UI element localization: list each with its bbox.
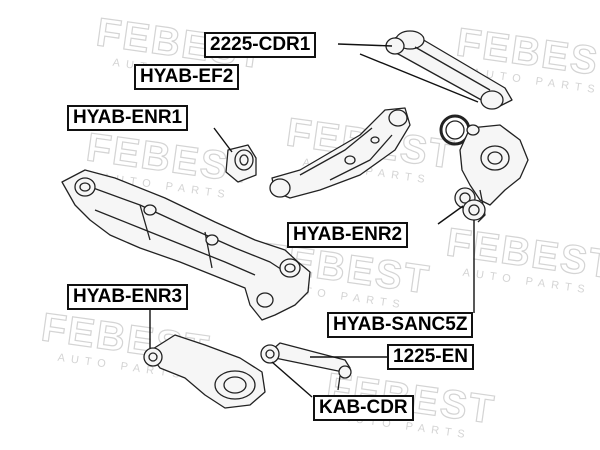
label-hyab-enr2: HYAB-ENR2	[287, 222, 409, 248]
leader-2225-cdr1-b	[359, 53, 479, 103]
lower-control-arm	[143, 334, 266, 409]
label-1225-en: 1225-EN	[387, 344, 474, 370]
leader-2225-cdr1	[337, 43, 393, 47]
enr1-bushing	[225, 144, 257, 183]
label-hyab-enr3: HYAB-ENR3	[67, 284, 189, 310]
label-hyab-enr1: HYAB-ENR1	[67, 105, 189, 131]
watermark-mid-right: FEBEST AUTO PARTS	[443, 220, 600, 297]
leader-hyab-enr1	[213, 127, 233, 153]
label-kab-cdr: KAB-CDR	[313, 395, 414, 421]
knuckle-bushing	[454, 187, 486, 221]
leader-kab-cdr	[271, 361, 313, 398]
label-hyab-ef2: HYAB-EF2	[134, 64, 240, 90]
parts-layer	[61, 30, 529, 409]
trailing-arm	[269, 107, 411, 199]
rear-knuckle	[459, 124, 529, 223]
rear-subframe	[61, 169, 311, 321]
leader-hyab-enr2	[437, 205, 464, 225]
label-2225-cdr1: 2225-CDR1	[204, 32, 317, 58]
label-hyab-sanc5z: HYAB-SANC5Z	[327, 312, 474, 338]
upper-lateral-arm	[385, 30, 513, 110]
leader-lines	[149, 43, 479, 398]
